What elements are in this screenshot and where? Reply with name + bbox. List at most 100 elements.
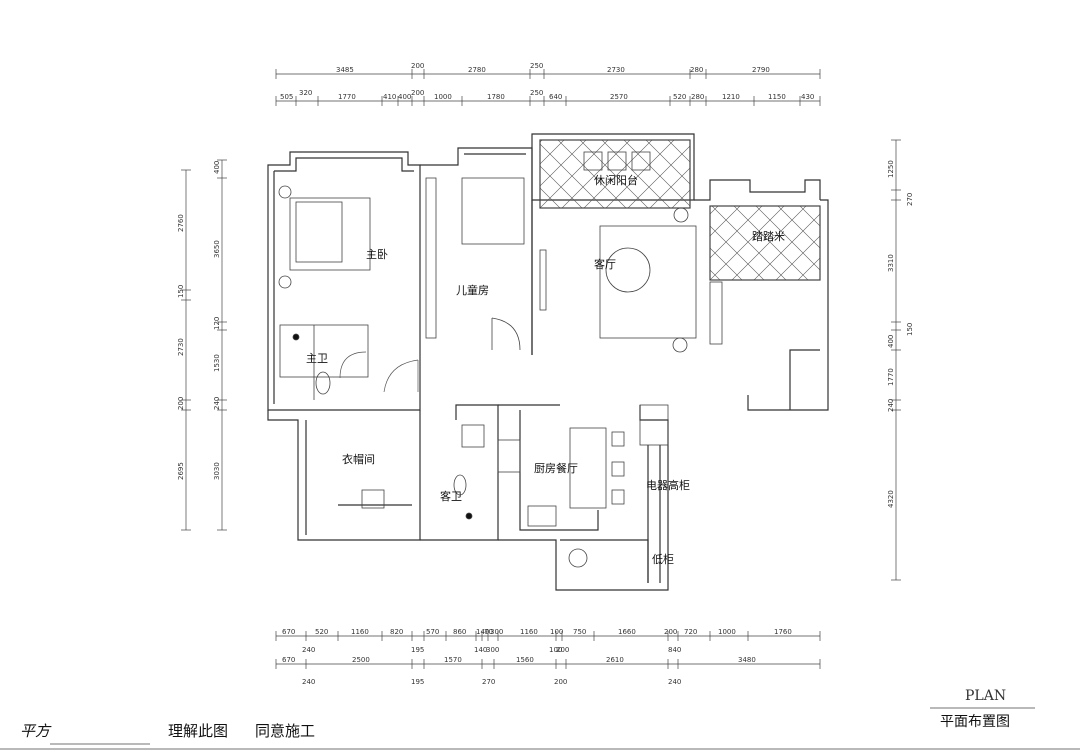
dim-label: 250 xyxy=(530,62,543,70)
dim-label: 860 xyxy=(453,628,466,636)
left-dimension-lines xyxy=(181,159,227,531)
dim-label: 240 xyxy=(302,646,315,654)
dim-label: 150 xyxy=(906,323,914,336)
dim-label: 1770 xyxy=(887,368,895,386)
dim-label: 200 xyxy=(411,62,424,70)
dim-label: 200 xyxy=(411,89,424,97)
dim-label: 1210 xyxy=(722,93,740,101)
dim-label: 750 xyxy=(573,628,586,636)
left-dimension-labels: 2760 150 2730 200 2695 400 3650 120 1530… xyxy=(177,161,221,480)
room-label-kids-room: 儿童房 xyxy=(456,283,489,297)
dim-label: 320 xyxy=(299,89,312,97)
footer-approve-text: 理解此图 xyxy=(168,722,229,740)
dim-label: 505 xyxy=(280,93,293,101)
dim-label: 1160 xyxy=(520,628,538,636)
dim-label: 250 xyxy=(530,89,543,97)
room-label-living-room: 客厅 xyxy=(594,257,616,271)
dim-label: 280 xyxy=(691,93,704,101)
dim-label: 270 xyxy=(482,678,495,686)
dim-label: 1530 xyxy=(213,354,221,372)
right-dimension-labels: 1250 270 3310 150 400 1770 240 4320 xyxy=(887,160,914,508)
dim-label: 2760 xyxy=(177,214,185,232)
dim-label: 150 xyxy=(177,285,185,298)
dim-label: 2695 xyxy=(177,462,185,480)
title-block-lines xyxy=(0,707,1080,750)
room-label-leisure-balcony: 休闲阳台 xyxy=(594,173,638,187)
dim-label: 200 xyxy=(554,678,567,686)
dim-label: 2730 xyxy=(607,66,625,74)
interior-fixtures xyxy=(278,151,723,568)
dim-label: 400 xyxy=(213,161,221,174)
exterior-walls xyxy=(267,133,829,591)
dim-label: 670 xyxy=(282,656,295,664)
dim-label: 2500 xyxy=(352,656,370,664)
bottom-dimension-row-1-labels: 670 520 1160 820 570 860 140 70 300 1160… xyxy=(282,628,792,654)
dim-label: 720 xyxy=(684,628,697,636)
dim-label: 120 xyxy=(213,317,221,330)
dim-label: 3030 xyxy=(213,462,221,480)
room-label-kitchen-dining: 厨房餐厅 xyxy=(534,461,578,475)
dim-label: 2610 xyxy=(606,656,624,664)
dim-label: 2790 xyxy=(752,66,770,74)
room-label-tatami: 踏踏米 xyxy=(752,229,785,243)
dim-label: 1780 xyxy=(487,93,505,101)
dim-label: 270 xyxy=(906,193,914,206)
dim-label: 430 xyxy=(801,93,814,101)
room-label-low-cabinet: 低柜 xyxy=(652,553,674,566)
room-label-master-bedroom: 主卧 xyxy=(366,248,388,261)
door-swings xyxy=(339,351,419,393)
room-label-master-bath: 主卫 xyxy=(306,352,328,365)
dim-label: 140 xyxy=(474,646,487,654)
dim-label: 520 xyxy=(673,93,686,101)
dim-label: 240 xyxy=(887,399,895,412)
room-label-guest-bath: 客卫 xyxy=(440,489,462,503)
dim-label: 1570 xyxy=(444,656,462,664)
dim-label: 1660 xyxy=(618,628,636,636)
dim-label: 140 xyxy=(476,628,489,636)
dim-label: 195 xyxy=(411,646,424,654)
dim-label: 670 xyxy=(282,628,295,636)
dim-label: 4320 xyxy=(887,490,895,508)
dim-label: 3485 xyxy=(336,66,354,74)
dim-label: 640 xyxy=(549,93,562,101)
dim-label: 1160 xyxy=(351,628,369,636)
dim-label: 840 xyxy=(668,646,681,654)
dim-label: 1560 xyxy=(516,656,534,664)
dim-label: 300 xyxy=(486,646,499,654)
dim-label: 410 xyxy=(383,93,396,101)
dim-label: 1250 xyxy=(887,160,895,178)
dim-label: 240 xyxy=(302,678,315,686)
dim-label: 3480 xyxy=(738,656,756,664)
top-dimension-row-1 xyxy=(275,69,821,79)
bottom-dimension-row-1 xyxy=(275,631,821,641)
dim-label: 520 xyxy=(315,628,328,636)
dim-label: 100 xyxy=(549,646,562,654)
dim-label: 1760 xyxy=(774,628,792,636)
dim-label: 240 xyxy=(668,678,681,686)
top-dimension-row-2 xyxy=(275,96,821,106)
top-dimension-row-1-labels: 3485 200 2780 250 2730 280 2790 xyxy=(336,62,770,74)
dim-label: 300 xyxy=(490,628,503,636)
dim-label: 1770 xyxy=(338,93,356,101)
dim-label: 70 xyxy=(484,628,493,636)
plan-title-cn: 平面布置图 xyxy=(940,714,1010,730)
bottom-dimension-row-2 xyxy=(275,659,821,669)
dim-label: 1150 xyxy=(768,93,786,101)
footer-agree-text: 同意施工 xyxy=(255,722,316,740)
bottom-dimension-row-2-labels: 670 2500 1570 1560 2610 3480 240 195 270… xyxy=(282,656,756,686)
dim-label: 200 xyxy=(664,628,677,636)
dim-label: 240 xyxy=(213,397,221,410)
dim-label: 1000 xyxy=(718,628,736,636)
dim-label: 200 xyxy=(556,646,569,654)
dim-label: 200 xyxy=(177,397,185,410)
dim-label: 195 xyxy=(411,678,424,686)
dim-label: 570 xyxy=(426,628,439,636)
dim-label: 3310 xyxy=(887,254,895,272)
dim-label: 280 xyxy=(690,66,703,74)
dim-label: 2730 xyxy=(177,338,185,356)
plan-title-en: PLAN xyxy=(965,688,1007,704)
dim-label: 100 xyxy=(550,628,563,636)
footer-left-text: 平方 xyxy=(20,722,51,740)
dim-label: 400 xyxy=(887,335,895,348)
